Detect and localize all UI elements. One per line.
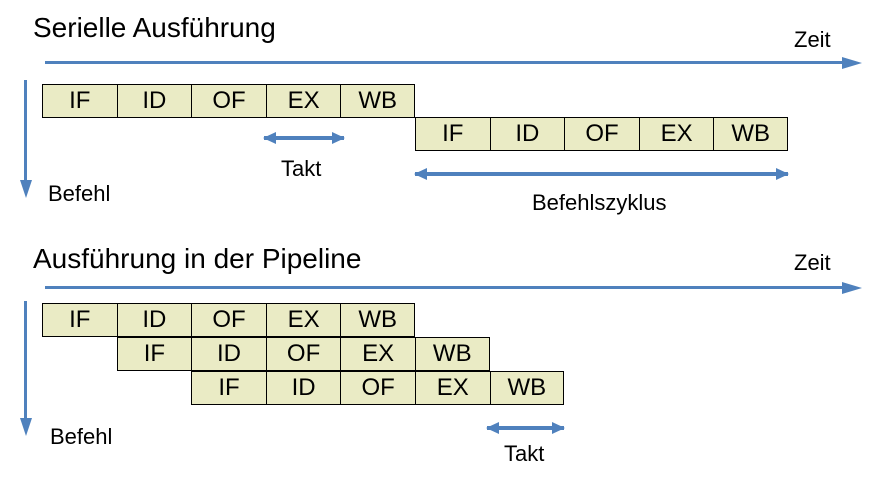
befehlszyklus-label: Befehlszyklus [532, 190, 667, 215]
stage-cell: OF [265, 337, 341, 371]
stage-cell: EX [265, 84, 341, 118]
pipeline-row: IF ID OF EX WB [42, 84, 415, 118]
stage-cell: OF [564, 117, 639, 151]
stage-cell: IF [415, 117, 490, 151]
takt-label: Takt [281, 156, 322, 181]
stage-cell: EX [638, 117, 714, 151]
stage-cell: IF [42, 84, 117, 118]
section-title: Ausführung in der Pipeline [33, 243, 362, 274]
befehlszyklus-range-arrow [415, 172, 788, 176]
stage-cell: EX [340, 337, 415, 371]
instruction-axis-label: Befehl [50, 424, 113, 449]
takt-range-arrow [487, 426, 564, 430]
stage-cell: EX [265, 303, 341, 337]
instruction-axis-arrow [24, 80, 27, 180]
time-axis-label: Zeit [794, 250, 831, 275]
stage-cell: OF [340, 371, 415, 405]
takt-range-arrow [264, 136, 344, 140]
pipeline-row: IF ID OF EX WB [116, 337, 490, 371]
instruction-axis-label: Befehl [48, 181, 111, 206]
stage-cell: WB [414, 337, 490, 371]
stage-cell: WB [340, 84, 415, 118]
stage-cell: ID [265, 371, 341, 405]
time-axis-arrow [45, 286, 843, 289]
pipeline-row: IF ID OF EX WB [415, 117, 788, 151]
time-axis-label: Zeit [794, 27, 831, 52]
pipeline-row: IF ID OF EX WB [42, 303, 415, 337]
takt-label: Takt [504, 441, 545, 466]
stage-cell: ID [116, 84, 192, 118]
stage-cell: ID [489, 117, 565, 151]
stage-cell: ID [116, 303, 192, 337]
stage-cell: OF [191, 84, 266, 118]
stage-cell: ID [191, 337, 266, 371]
stage-cell: WB [713, 117, 788, 151]
pipeline-row: IF ID OF EX WB [191, 371, 565, 405]
stage-cell: IF [116, 337, 192, 371]
stage-cell: IF [42, 303, 117, 337]
stage-cell: WB [489, 371, 565, 405]
section-title: Serielle Ausführung [33, 12, 276, 43]
instruction-axis-arrow [24, 301, 27, 418]
time-axis-arrow [45, 61, 843, 64]
stage-cell: EX [414, 371, 490, 405]
stage-cell: WB [340, 303, 415, 337]
stage-cell: OF [191, 303, 266, 337]
stage-cell: IF [191, 371, 266, 405]
